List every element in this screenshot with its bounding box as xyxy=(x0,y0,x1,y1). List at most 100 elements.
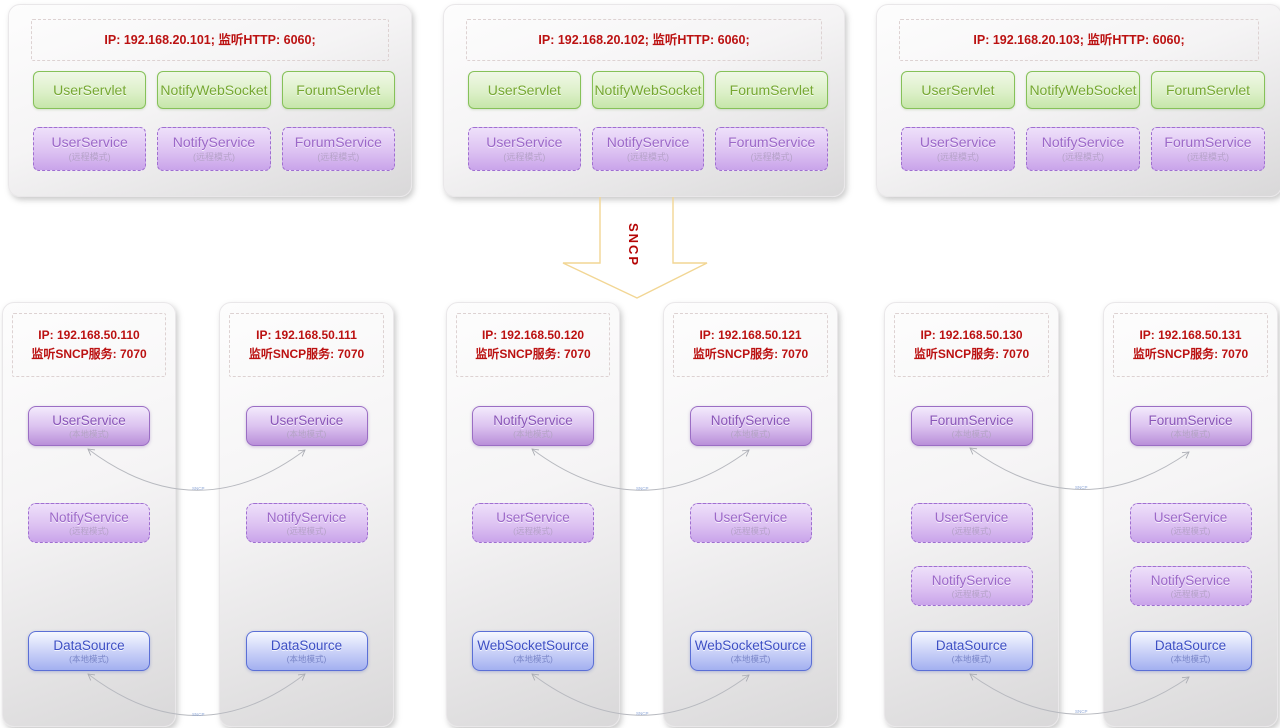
service-mode: (远程模式) xyxy=(192,152,235,162)
websocketsource-box: WebSocketSource (本地模式) xyxy=(472,631,594,671)
service-mode: (远程模式) xyxy=(1170,589,1211,599)
servlet-box-forum: ForumServlet xyxy=(1151,71,1265,109)
service-box-forum-local: ForumService (本地模式) xyxy=(1129,406,1252,446)
connector-label: SNCP xyxy=(192,486,205,491)
service-name: UserService xyxy=(51,134,128,150)
servlet-box-user: UserServlet xyxy=(468,71,581,109)
service-box-user-remote: UserService (远程模式) xyxy=(472,503,594,543)
service-name: UserService xyxy=(269,413,344,428)
ip-text: IP: 192.168.50.131 xyxy=(1139,328,1242,343)
service-box-user-remote: UserService (远程模式) xyxy=(468,127,581,171)
service-box-notify-remote: NotifyService (远程模式) xyxy=(1129,566,1252,606)
connector-label: SNCP xyxy=(192,712,205,717)
servlet-row: UserServlet NotifyWebSocket ForumServlet xyxy=(901,71,1265,109)
ip-text: IP: 192.168.20.103; 监听HTTP: 6060; xyxy=(973,33,1185,47)
service-box-notify-remote: NotifyService (远程模式) xyxy=(910,566,1033,606)
remote-service-row: UserService (远程模式) NotifyService (远程模式) … xyxy=(468,127,829,171)
ip-text: IP: 192.168.50.111 xyxy=(256,328,357,343)
servlet-row: UserServlet NotifyWebSocket ForumServlet xyxy=(468,71,829,109)
servlet-box-forum: ForumServlet xyxy=(281,71,395,109)
service-name: NotifyService xyxy=(710,413,791,428)
datasource-box: DataSource (本地模式) xyxy=(245,631,368,671)
service-mode: (本地模式) xyxy=(69,654,109,664)
servlet-box-notify-websocket: NotifyWebSocket xyxy=(591,71,705,109)
service-name: ForumService xyxy=(1148,413,1233,428)
service-name: NotifyService xyxy=(1150,573,1231,588)
ip-listen-label: IP: 192.168.50.121 监听SNCP服务: 7070 xyxy=(673,313,828,377)
listen-text: 监听SNCP服务: 7070 xyxy=(692,347,809,361)
service-name: DataSource xyxy=(1154,638,1227,653)
service-name: NotifyService xyxy=(49,510,129,525)
service-name: NotifyService xyxy=(1041,134,1125,150)
service-mode: (本地模式) xyxy=(1170,429,1211,439)
listen-text: 监听SNCP服务: 7070 xyxy=(1132,347,1249,361)
service-mode: (远程模式) xyxy=(951,526,992,536)
remote-service-row: UserService (远程模式) NotifyService (远程模式) … xyxy=(901,127,1265,171)
service-mode: (本地模式) xyxy=(286,654,327,664)
service-name: DataSource xyxy=(53,638,125,653)
sncp-node-120: IP: 192.168.50.120 监听SNCP服务: 7070 Notify… xyxy=(446,302,620,727)
service-box-notify-remote: NotifyService (远程模式) xyxy=(28,503,150,543)
service-mode: (本地模式) xyxy=(513,654,553,664)
ip-text: IP: 192.168.50.130 xyxy=(920,328,1023,343)
service-mode: (远程模式) xyxy=(1170,526,1211,536)
service-name: UserService xyxy=(934,510,1009,525)
ip-listen-label: IP: 192.168.50.130 监听SNCP服务: 7070 xyxy=(894,313,1049,377)
web-node-102: IP: 192.168.20.102; 监听HTTP: 6060; UserSe… xyxy=(443,4,845,197)
ip-text: IP: 192.168.50.121 xyxy=(699,328,802,343)
service-box-notify-remote: NotifyService (远程模式) xyxy=(245,503,368,543)
listen-text: 监听SNCP服务: 7070 xyxy=(475,347,591,361)
service-mode: (远程模式) xyxy=(317,152,360,162)
connector-label: SNCP xyxy=(636,711,649,716)
service-mode: (本地模式) xyxy=(1170,654,1211,664)
service-mode: (远程模式) xyxy=(69,526,109,536)
ip-listen-label: IP: 192.168.20.102; 监听HTTP: 6060; xyxy=(466,19,822,61)
service-name: ForumService xyxy=(929,413,1014,428)
service-box-user-remote: UserService (远程模式) xyxy=(33,127,147,171)
service-name: NotifyService xyxy=(172,134,256,150)
service-mode: (远程模式) xyxy=(1187,152,1229,162)
service-name: UserService xyxy=(713,510,788,525)
service-name: UserService xyxy=(1153,510,1228,525)
service-name: UserService xyxy=(486,134,563,150)
service-box-user-remote: UserService (远程模式) xyxy=(910,503,1033,543)
service-mode: (远程模式) xyxy=(68,152,111,162)
service-name: ForumService xyxy=(1164,134,1252,150)
sncp-node-110: IP: 192.168.50.110 监听SNCP服务: 7070 UserSe… xyxy=(2,302,176,727)
websocketsource-box: WebSocketSource (本地模式) xyxy=(689,631,812,671)
servlet-box-user: UserServlet xyxy=(901,71,1015,109)
service-name: NotifyService xyxy=(493,413,573,428)
service-box-forum-remote: ForumService (远程模式) xyxy=(715,127,829,171)
service-box-notify-local: NotifyService (本地模式) xyxy=(472,406,594,446)
servlet-box-notify-websocket: NotifyWebSocket xyxy=(157,71,271,109)
service-mode: (远程模式) xyxy=(951,589,992,599)
service-mode: (远程模式) xyxy=(513,526,553,536)
ip-text: IP: 192.168.20.101; 监听HTTP: 6060; xyxy=(104,33,316,47)
ip-text: IP: 192.168.50.120 xyxy=(481,328,585,343)
service-box-user-remote: UserService (远程模式) xyxy=(689,503,812,543)
service-mode: (远程模式) xyxy=(937,152,979,162)
service-name: UserService xyxy=(496,510,570,525)
service-name: UserService xyxy=(919,134,997,150)
listen-text: 监听SNCP服务: 7070 xyxy=(913,347,1030,361)
service-name: DataSource xyxy=(270,638,343,653)
connector-label: SNCP xyxy=(1075,709,1088,714)
service-box-forum-remote: ForumService (远程模式) xyxy=(281,127,395,171)
service-mode: (本地模式) xyxy=(730,429,771,439)
service-name: NotifyService xyxy=(931,573,1012,588)
service-box-notify-local: NotifyService (本地模式) xyxy=(689,406,812,446)
service-name: ForumService xyxy=(728,134,816,150)
service-mode: (远程模式) xyxy=(730,526,771,536)
service-box-forum-remote: ForumService (远程模式) xyxy=(1151,127,1265,171)
ip-listen-label: IP: 192.168.20.101; 监听HTTP: 6060; xyxy=(31,19,389,61)
sncp-node-121: IP: 192.168.50.121 监听SNCP服务: 7070 Notify… xyxy=(663,302,838,727)
service-mode: (远程模式) xyxy=(1062,152,1104,162)
service-name: ForumService xyxy=(294,134,382,150)
listen-text: 监听SNCP服务: 7070 xyxy=(248,347,365,361)
listen-text: 监听SNCP服务: 7070 xyxy=(31,347,147,361)
sncp-node-131: IP: 192.168.50.131 监听SNCP服务: 7070 ForumS… xyxy=(1103,302,1278,727)
servlet-box-forum: ForumServlet xyxy=(715,71,829,109)
servlet-box-notify-websocket: NotifyWebSocket xyxy=(1026,71,1140,109)
ip-text: IP: 192.168.20.102; 监听HTTP: 6060; xyxy=(538,33,750,47)
